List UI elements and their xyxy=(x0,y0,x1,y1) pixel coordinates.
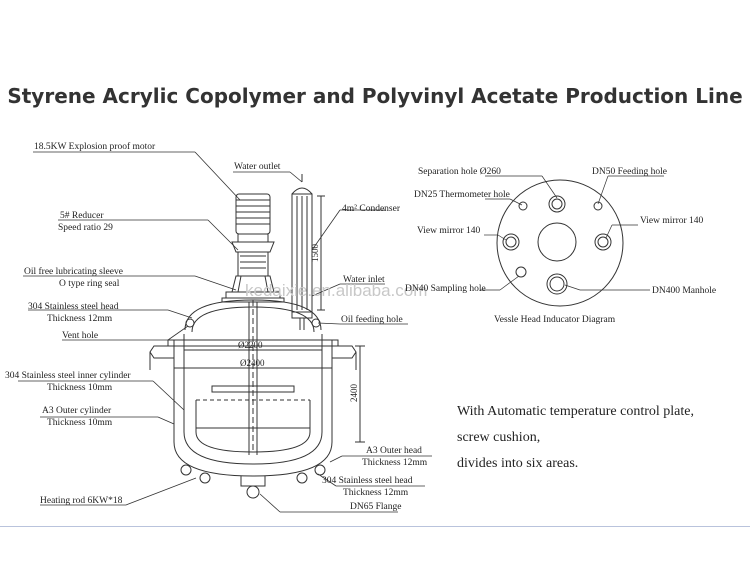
bottom-divider xyxy=(0,526,750,527)
notes: With Automatic temperature control plate… xyxy=(457,404,694,471)
reactor-vessel xyxy=(149,299,357,499)
label-outer-thickness: Thickness 10mm xyxy=(47,418,113,428)
label-dn25: DN25 Thermometer hole xyxy=(414,190,510,200)
note-line-2: screw cushion, xyxy=(457,430,540,445)
label-reducer: 5# Reducer xyxy=(60,211,104,221)
label-inner-cylinder: 304 Stainless steel inner cylinder xyxy=(5,371,131,381)
label-reducer-ratio: Speed ratio 29 xyxy=(58,223,113,233)
label-oil-feeding: Oil feeding hole xyxy=(341,314,403,325)
label-inner-thickness: Thickness 10mm xyxy=(47,383,113,393)
label-dn50: DN50 Feeding hole xyxy=(592,167,667,177)
head-diagram-labels: Separation hole Ø260 DN50 Feeding hole D… xyxy=(405,167,716,325)
label-bottom-head: 304 Stainless steel head xyxy=(322,476,413,486)
label-a3-head: A3 Outer head xyxy=(366,446,422,456)
label-head: 304 Stainless steel head xyxy=(28,302,119,312)
dimension-labels: 1500 2400 Ø2200 Ø2400 xyxy=(238,244,359,403)
label-separation-hole: Separation hole Ø260 xyxy=(418,167,501,177)
right-labels: Water outlet 4m² Condenser Water inlet O… xyxy=(234,162,428,512)
label-view-mirror-left: View mirror 140 xyxy=(417,226,481,236)
label-head-thickness: Thickness 12mm xyxy=(47,314,113,324)
vessel-head-diagram xyxy=(480,175,664,307)
dim-2400: 2400 xyxy=(349,384,359,403)
label-outer-cylinder: A3 Outer cylinder xyxy=(42,406,112,416)
dim-d2400: Ø2400 xyxy=(240,358,265,368)
label-view-mirror-right: View mirror 140 xyxy=(640,216,704,226)
label-seal: O type ring seal xyxy=(59,279,120,289)
label-a3-head-thickness: Thickness 12mm xyxy=(362,458,428,468)
label-heating: Heating rod 6KW*18 xyxy=(40,496,123,506)
label-dn400: DN400 Manhole xyxy=(652,286,716,296)
dim-d2200: Ø2200 xyxy=(238,340,263,350)
label-bottom-head-thickness: Thickness 12mm xyxy=(343,488,409,498)
page-title: Styrene Acrylic Copolymer and Polyvinyl … xyxy=(7,84,743,108)
note-line-3: divides into six areas. xyxy=(457,456,578,471)
leader-lines xyxy=(18,151,432,513)
label-condenser: 4m² Condenser xyxy=(342,204,401,214)
label-motor: 18.5KW Explosion proof motor xyxy=(34,141,156,152)
motor xyxy=(235,193,271,243)
label-sleeve: Oil free lubricating sleeve xyxy=(24,266,123,277)
label-vent: Vent hole xyxy=(62,331,98,341)
head-diagram-caption: Vessle Head Inducator Diagram xyxy=(494,315,616,325)
sleeve-bracket xyxy=(221,275,285,303)
dimension-lines xyxy=(317,195,365,443)
watermark: kedaixie.en.alibaba.com xyxy=(245,281,427,300)
note-line-1: With Automatic temperature control plate… xyxy=(457,404,694,419)
label-flange: DN65 Flange xyxy=(350,502,401,512)
reducer xyxy=(231,241,275,277)
dim-1500: 1500 xyxy=(310,244,320,263)
left-labels: 18.5KW Explosion proof motor 5# Reducer … xyxy=(5,141,156,506)
condenser xyxy=(291,174,313,330)
label-water-inlet: Water inlet xyxy=(343,275,385,285)
label-water-outlet: Water outlet xyxy=(234,162,281,172)
label-dn40: DN40 Sampling hole xyxy=(405,284,486,294)
